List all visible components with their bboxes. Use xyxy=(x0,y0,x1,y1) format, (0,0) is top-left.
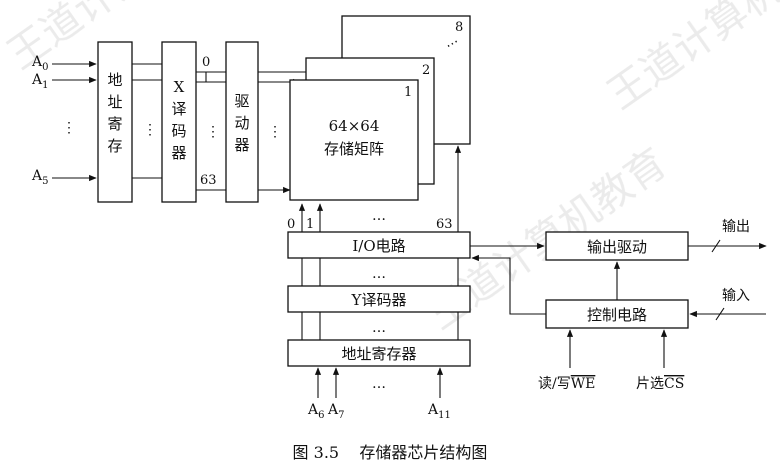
input-a5-sub: 5 xyxy=(42,176,48,187)
we-signal: WE xyxy=(571,376,596,392)
matrix-size: 64×64 xyxy=(329,117,380,135)
driver-c1: 驱 xyxy=(234,92,249,110)
memory-matrix-stack: 8 ⋯ 2 1 64×64 存储矩阵 xyxy=(289,15,471,201)
x-last-label: 63 xyxy=(200,173,217,188)
plane-1-label: 1 xyxy=(404,85,412,100)
io-y-dots: … xyxy=(372,266,386,282)
address-register-top: 地 址 寄 存 xyxy=(97,41,133,203)
plane-8-dots: ⋯ xyxy=(443,34,462,53)
rw-text: 读/写 xyxy=(538,375,571,392)
col-dots: … xyxy=(372,208,386,224)
column-lines: 0 1 … 63 xyxy=(287,145,462,232)
address-register-bottom-box xyxy=(287,339,471,367)
control-circuit-label: 控制电路 xyxy=(587,306,647,324)
bottom-address-inputs: … A6 A7 A11 xyxy=(307,367,451,421)
matrix-plane-1 xyxy=(289,79,419,201)
plane-8-label: 8 xyxy=(455,20,463,35)
io-circuit-box xyxy=(287,231,471,259)
io-circuit-label: I/O电路 xyxy=(352,237,405,255)
io-circuit: I/O电路 xyxy=(287,231,471,259)
driver-box xyxy=(225,41,259,203)
driver-c2: 动 xyxy=(234,114,249,132)
input-a11: A11 xyxy=(427,402,451,421)
output-bus-slash xyxy=(711,239,721,253)
reg-xdec-dots: ⋮ xyxy=(143,122,157,138)
x-decoder-c2: 译 xyxy=(171,100,186,118)
matrix-name: 存储矩阵 xyxy=(324,140,384,158)
driver-matrix-dots: ⋮ xyxy=(268,124,282,140)
x-first-label: 0 xyxy=(202,55,210,70)
address-register-top-c3: 寄 xyxy=(107,115,122,133)
x-decoder-c1: X xyxy=(174,78,185,96)
input-dots: ⋮ xyxy=(62,120,76,136)
x-decoder-c3: 码 xyxy=(171,122,186,140)
x-decoder-box xyxy=(161,41,197,203)
left-address-inputs: A0 A1 ⋮ A5 xyxy=(31,54,97,187)
y-decoder: Y译码器 xyxy=(287,285,471,313)
plane-2-label: 2 xyxy=(422,63,430,78)
reg-to-xdec-lines: ⋮ xyxy=(132,63,162,179)
address-register-bottom: 地址寄存器 xyxy=(287,339,471,367)
y-decoder-label: Y译码器 xyxy=(351,291,407,309)
bottom-dots: … xyxy=(372,376,386,392)
input-a7: A7 xyxy=(327,402,345,421)
input-a7-sub: 7 xyxy=(338,410,344,421)
xdec-driver-dots: ⋮ xyxy=(206,124,220,140)
col-63-label: 63 xyxy=(436,217,453,232)
driver-c3: 器 xyxy=(234,136,249,154)
address-register-top-box xyxy=(97,41,133,203)
address-register-bottom-label: 地址寄存器 xyxy=(341,345,416,363)
input-a11-sub: 11 xyxy=(438,410,451,421)
cs-text: 片选 xyxy=(636,376,664,392)
cs-label: 片选CS xyxy=(636,376,684,392)
x-decoder-c4: 器 xyxy=(171,144,186,162)
control-inputs: 读/写WE 片选CS xyxy=(538,329,684,392)
output-label: 输出 xyxy=(722,219,750,235)
input-a6: A6 xyxy=(307,402,325,421)
input-a1: A1 xyxy=(31,72,49,91)
address-register-top-c2: 址 xyxy=(107,93,122,111)
output-driver-label: 输出驱动 xyxy=(587,238,647,256)
io-ydec-lines: … xyxy=(301,258,459,286)
output-driver: 输出驱动 输出 xyxy=(470,219,767,261)
control-circuit: 控制电路 输入 xyxy=(471,254,766,329)
ydec-reg-lines: … xyxy=(301,312,459,340)
input-a1-sub: 1 xyxy=(42,80,48,91)
driver: 驱 动 器 xyxy=(225,41,259,203)
address-register-top-c4: 存 xyxy=(107,137,122,155)
cs-signal: CS xyxy=(664,376,684,392)
rw-label: 读/写WE xyxy=(538,375,595,392)
address-register-top-c1: 地 xyxy=(107,71,122,89)
input-bus-slash xyxy=(715,307,725,321)
input-a6-sub: 6 xyxy=(318,410,324,421)
input-a0-sub: 0 xyxy=(42,62,48,73)
y-decoder-box xyxy=(287,285,471,313)
input-a5: A5 xyxy=(31,168,49,187)
x-decoder: X 译 码 器 xyxy=(161,41,197,203)
y-r-dots: … xyxy=(372,320,386,336)
watermark-text-3: 王道计算机教育 xyxy=(599,0,780,118)
col-1-label: 1 xyxy=(306,217,314,232)
xdec-to-driver-lines: 0 ⋮ 63 xyxy=(196,55,226,191)
input-label: 输入 xyxy=(722,288,750,304)
col-0-label: 0 xyxy=(287,217,295,232)
control-to-io-line xyxy=(471,254,546,315)
figure-caption: 图 3.5 存储器芯片结构图 xyxy=(293,443,488,462)
control-circuit-box xyxy=(545,299,689,329)
